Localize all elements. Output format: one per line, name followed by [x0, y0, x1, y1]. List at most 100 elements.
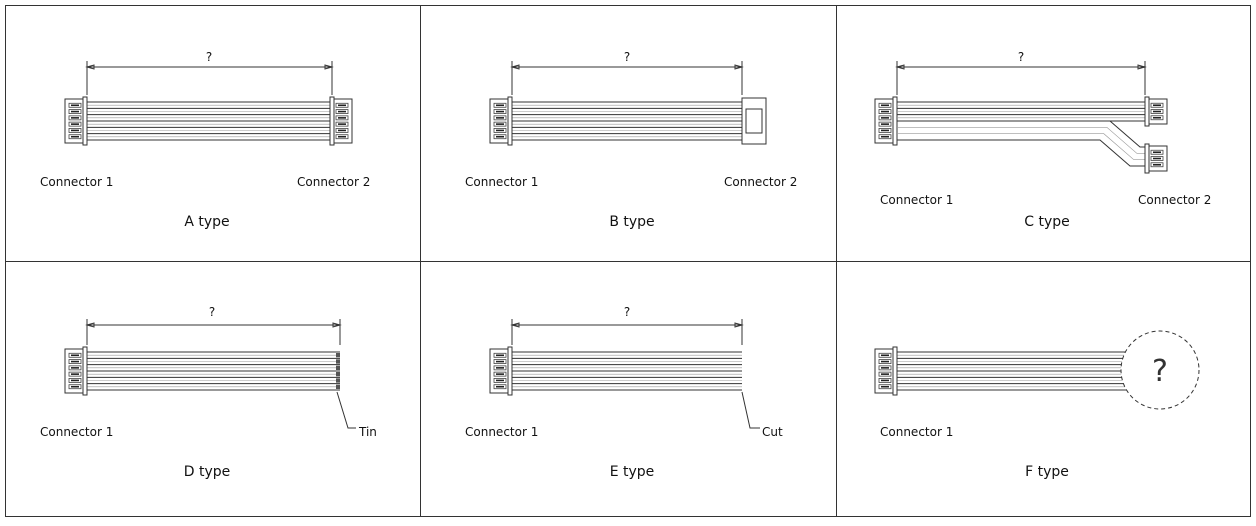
tinned-end	[336, 353, 340, 358]
connector-housing	[1144, 143, 1168, 174]
pin	[878, 109, 892, 114]
arrow-head	[895, 64, 905, 70]
pin	[878, 121, 892, 127]
pin	[493, 121, 507, 127]
flange	[1144, 96, 1150, 127]
pin	[68, 121, 82, 127]
connector-2-label: Connector 2	[724, 175, 797, 189]
dimension-label: ?	[624, 50, 630, 64]
arrow-head	[1137, 64, 1147, 70]
flange	[892, 96, 898, 146]
pin	[335, 115, 349, 121]
pin	[878, 384, 892, 390]
arrow-head	[734, 64, 744, 70]
type-label: C type	[1024, 214, 1070, 230]
pin	[68, 365, 82, 371]
connector-housing	[489, 346, 513, 396]
dimension-line	[895, 61, 1147, 95]
pin	[68, 128, 82, 133]
arrow-head	[324, 64, 334, 70]
pin	[1150, 102, 1164, 108]
pin	[493, 109, 507, 114]
pin	[68, 115, 82, 121]
pin	[493, 384, 507, 390]
dimension-label: ?	[209, 305, 215, 319]
connector-1-label: Connector 1	[40, 175, 113, 189]
panel-f: Connector 1 F type ?	[880, 330, 1200, 480]
connector-2-window	[745, 108, 763, 134]
panel-d: ? Connector 1 Tin D type	[40, 305, 377, 480]
flange	[507, 346, 513, 396]
pin	[878, 378, 892, 383]
pin	[68, 371, 82, 377]
wire-bundle	[512, 351, 742, 391]
connector-1-label: Connector 1	[40, 425, 113, 439]
panel-e: ? Connector 1 Cut E type	[465, 305, 783, 480]
pin	[878, 352, 892, 358]
tin-note: Tin	[358, 425, 377, 439]
note-leader	[741, 391, 760, 429]
pin	[1150, 149, 1164, 155]
pin	[493, 115, 507, 121]
pin	[1150, 156, 1164, 161]
connector-1-label: Connector 1	[880, 193, 953, 207]
dimension-line	[85, 61, 334, 95]
connector-housing	[329, 96, 353, 146]
wire-core	[897, 127, 1145, 154]
type-label: D type	[184, 464, 231, 480]
dimension-label: ?	[1018, 50, 1024, 64]
type-label: F type	[1025, 464, 1069, 480]
pin	[878, 115, 892, 121]
tinned-end	[336, 359, 340, 364]
dimension-line	[510, 61, 744, 95]
connector-housing	[1144, 96, 1168, 127]
pin	[335, 102, 349, 108]
tinned-end	[336, 365, 340, 370]
flange	[329, 96, 335, 146]
connector-housing	[874, 346, 898, 396]
pin	[493, 378, 507, 383]
unspecified-end-mark: ?	[1152, 354, 1168, 389]
connector-housing	[489, 96, 513, 146]
pin	[493, 365, 507, 371]
pin	[1150, 109, 1164, 114]
pin	[878, 371, 892, 377]
pin	[493, 371, 507, 377]
arrow-head	[734, 322, 744, 328]
arrow-head	[510, 322, 520, 328]
flange	[82, 346, 88, 396]
pin	[68, 109, 82, 114]
pin	[68, 134, 82, 140]
note-leader	[336, 391, 356, 429]
type-label: B type	[609, 214, 654, 230]
arrow-head	[332, 322, 342, 328]
arrow-head	[85, 322, 95, 328]
pin	[68, 102, 82, 108]
dimension-label: ?	[206, 50, 212, 64]
pin	[335, 109, 349, 114]
wire-bundle	[897, 351, 1140, 391]
connector-2-label: Connector 2	[297, 175, 370, 189]
pin	[878, 128, 892, 133]
arrow-head	[510, 64, 520, 70]
wire-bundle	[512, 101, 742, 141]
wire-bundle	[87, 351, 340, 391]
pin	[68, 359, 82, 364]
arrow-head	[85, 64, 95, 70]
panel-grid	[5, 5, 1251, 517]
tinned-end	[336, 384, 340, 389]
pin	[878, 359, 892, 364]
pin	[878, 134, 892, 140]
panel-b: ? Connector 1 Connector 2 B type	[465, 50, 797, 230]
type-label: A type	[184, 214, 229, 230]
tinned-end	[336, 378, 340, 383]
connector-2-label: Connector 2	[1138, 193, 1211, 207]
wire-bundle	[87, 101, 330, 141]
connector-housing	[64, 346, 88, 396]
dimension-line	[510, 319, 744, 345]
flange	[82, 96, 88, 146]
pin	[493, 102, 507, 108]
dimension-label: ?	[624, 305, 630, 319]
wire-bundle	[897, 101, 1145, 122]
